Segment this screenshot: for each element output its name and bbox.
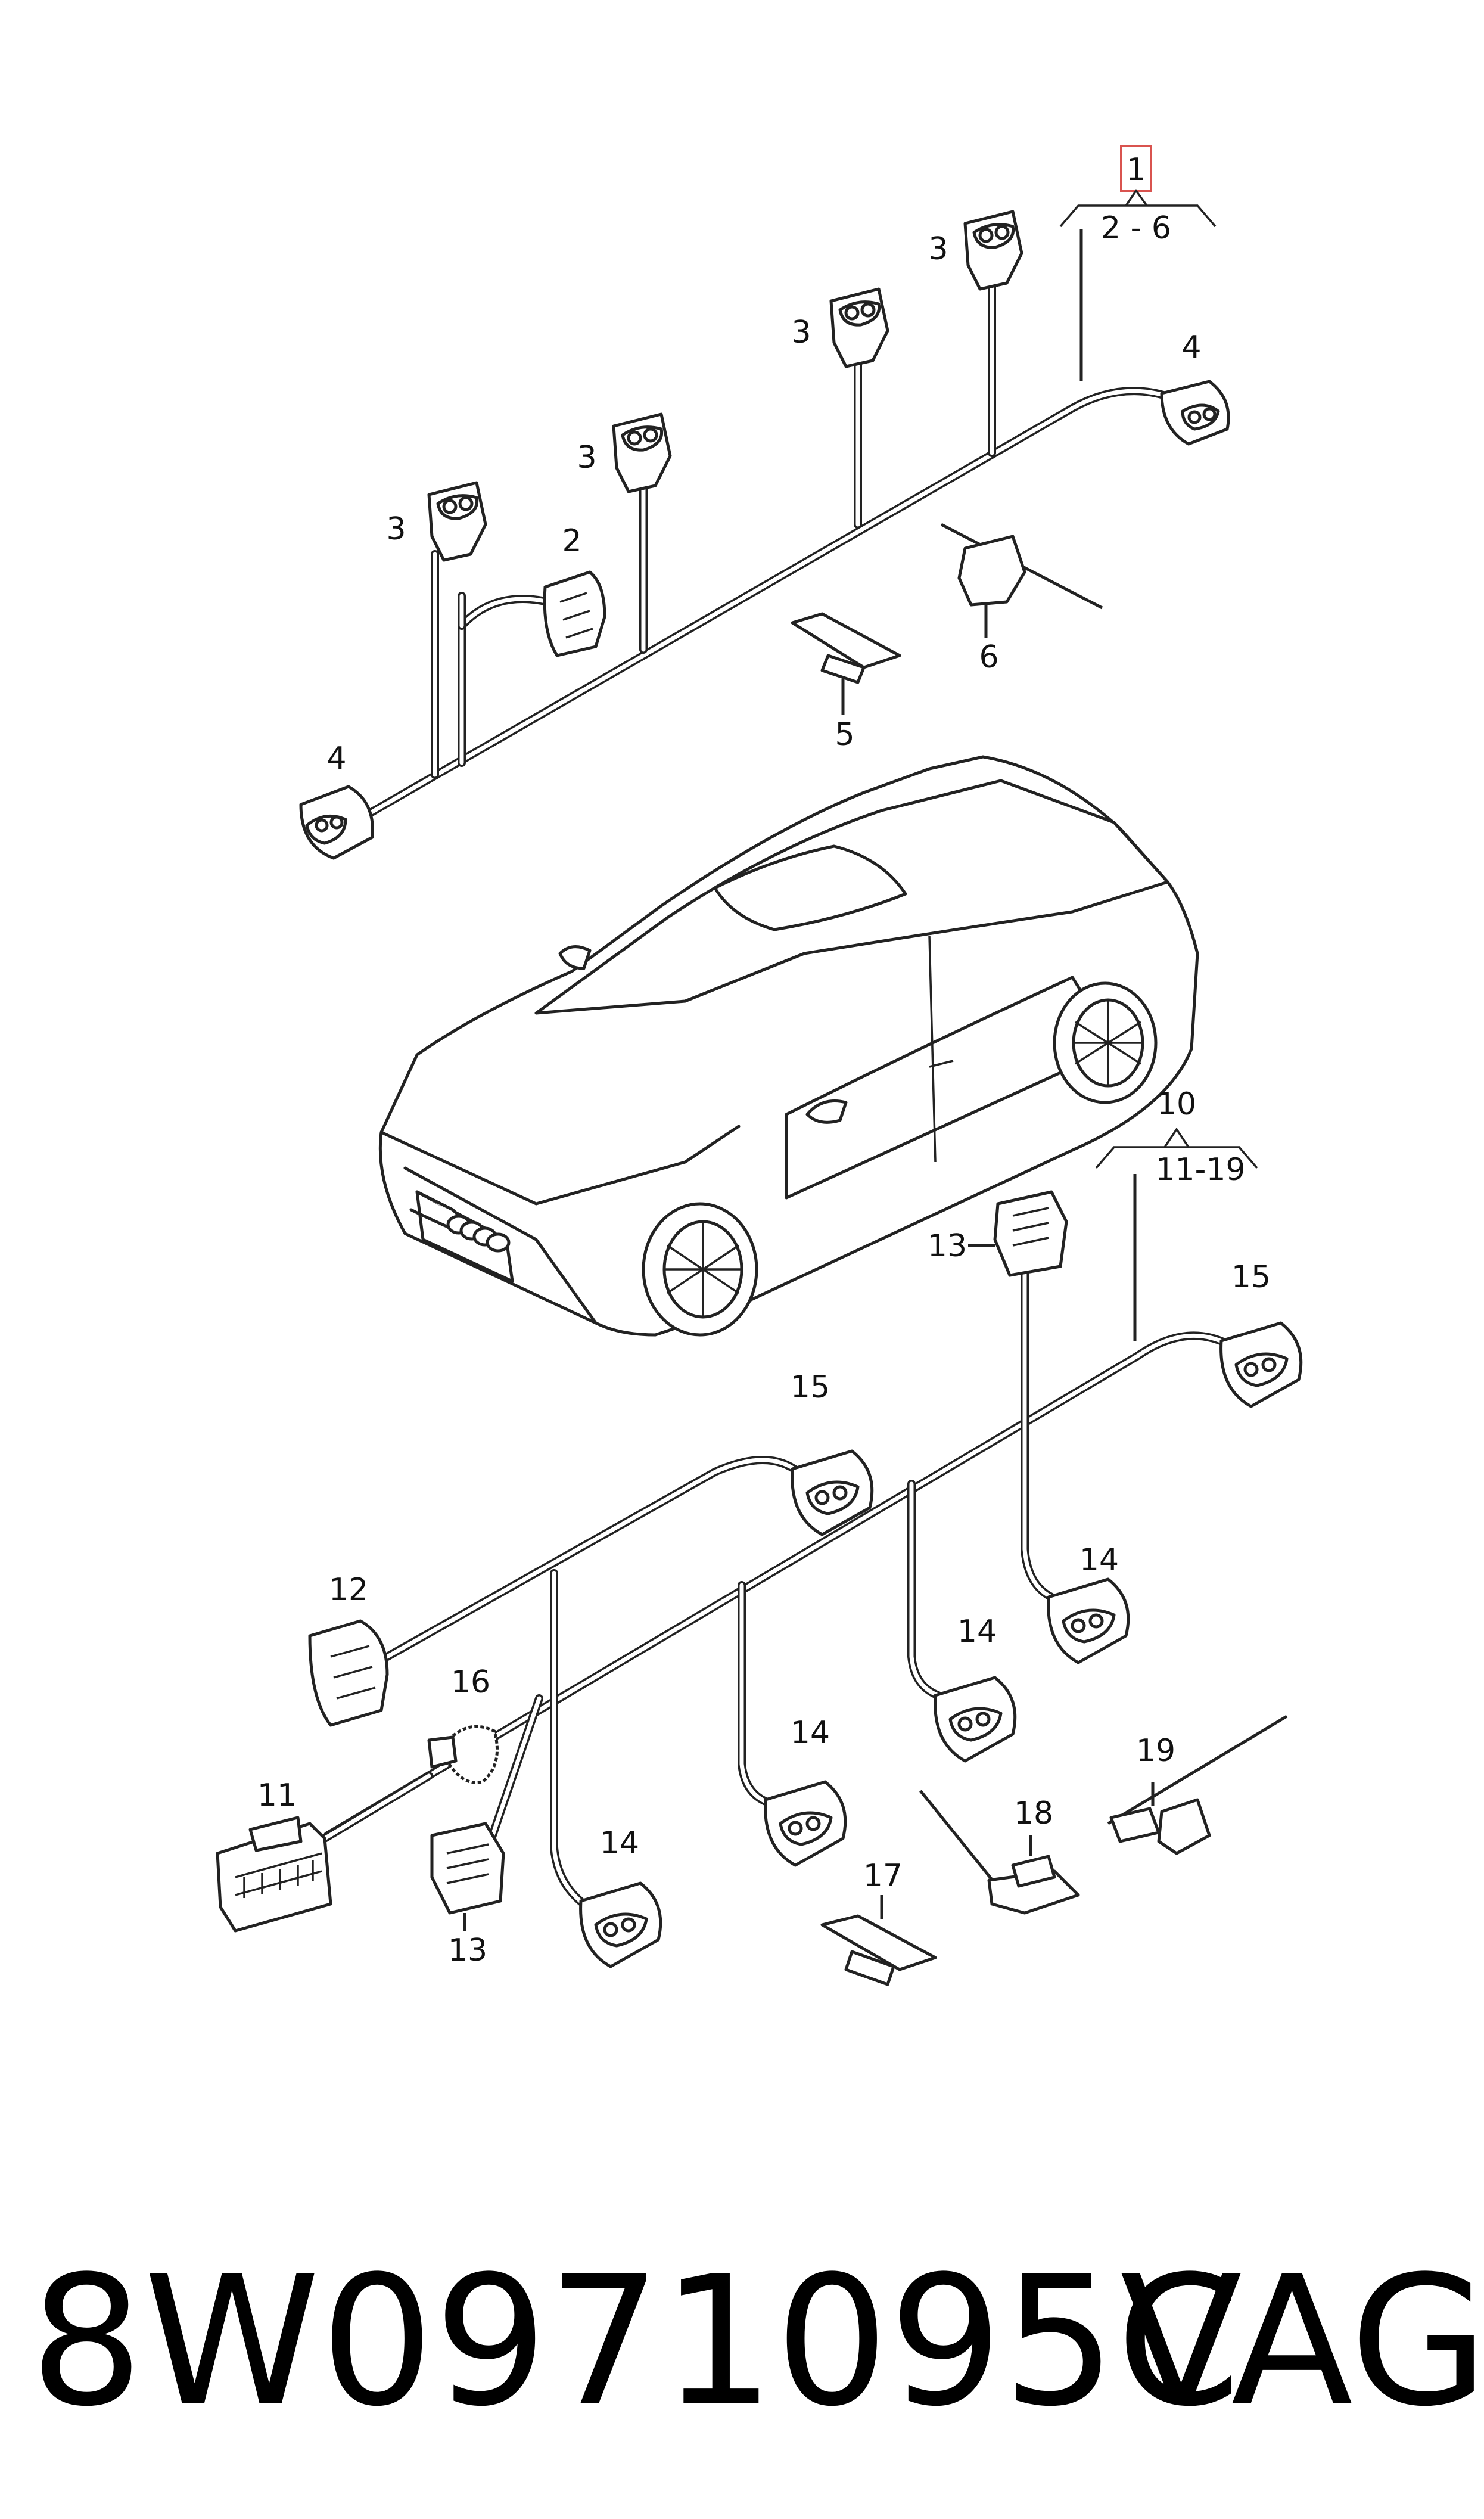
callout-17: 17	[863, 1858, 903, 1894]
connector-14b	[934, 1676, 1017, 1763]
connector-4b	[299, 785, 374, 860]
connector-4a	[1160, 380, 1230, 446]
callout-1-range: 2 - 6	[1101, 210, 1171, 246]
connector-14a	[1047, 1577, 1130, 1664]
callout-14c: 14	[791, 1715, 830, 1751]
callout-14d: 14	[600, 1825, 639, 1861]
connector-2	[543, 570, 606, 657]
connector-12	[308, 1619, 389, 1727]
callout-3a: 3	[386, 511, 406, 547]
connector-15b	[1219, 1321, 1303, 1408]
cable-tie-19	[1107, 1714, 1288, 1855]
callout-11: 11	[257, 1778, 297, 1813]
callout-19: 19	[1136, 1733, 1175, 1769]
callout-10-range: 11-19	[1155, 1152, 1245, 1188]
connector-14d	[579, 1881, 662, 1968]
brand-label: VAG	[1120, 2238, 1484, 2446]
callout-14a: 14	[1079, 1542, 1119, 1578]
harness-1: 1 2 - 6	[299, 145, 1230, 860]
grommet-16	[427, 1725, 499, 1784]
callout-3c: 3	[791, 315, 811, 350]
footer: 8W0971095C VAG	[0, 2217, 1484, 2467]
callout-13a: 13	[928, 1228, 967, 1264]
connector-14c	[764, 1780, 847, 1867]
connector-3b	[612, 412, 672, 493]
callout-14b: 14	[957, 1614, 997, 1650]
callout-10: 10	[1157, 1086, 1196, 1122]
callout-4b: 4	[326, 741, 346, 776]
wiring-harness-diagram: 1 2 - 6	[216, 145, 1303, 1986]
callout-12: 12	[329, 1572, 368, 1608]
clip-17	[820, 1895, 937, 1986]
callout-3b: 3	[577, 440, 596, 476]
callout-15b: 15	[1231, 1259, 1271, 1295]
callout-2: 2	[562, 523, 581, 559]
callout-16: 16	[451, 1664, 490, 1700]
callout-5: 5	[835, 717, 854, 753]
connector-3c	[829, 287, 889, 368]
harness-10: 10 11-19 11	[216, 1086, 1303, 1986]
callout-18: 18	[1014, 1796, 1053, 1831]
callout-4a: 4	[1181, 330, 1201, 365]
callout-1: 1	[1126, 152, 1146, 188]
connector-15a	[791, 1449, 874, 1536]
clip-5	[791, 612, 901, 715]
cable-tie-18	[919, 1790, 1080, 1915]
callout-3d: 3	[928, 231, 948, 267]
callout-15a: 15	[791, 1369, 830, 1405]
connector-13a	[993, 1190, 1068, 1277]
connector-13b	[430, 1822, 505, 1931]
part-number: 8W0971095C	[30, 2238, 1242, 2446]
connector-3d	[963, 210, 1023, 291]
connector-11	[216, 1772, 433, 1933]
connector-3a	[427, 481, 487, 562]
car-illustration	[378, 755, 1199, 1337]
cable-tie-6	[940, 523, 1103, 638]
callout-6: 6	[979, 639, 998, 675]
callout-13b: 13	[448, 1933, 487, 1968]
